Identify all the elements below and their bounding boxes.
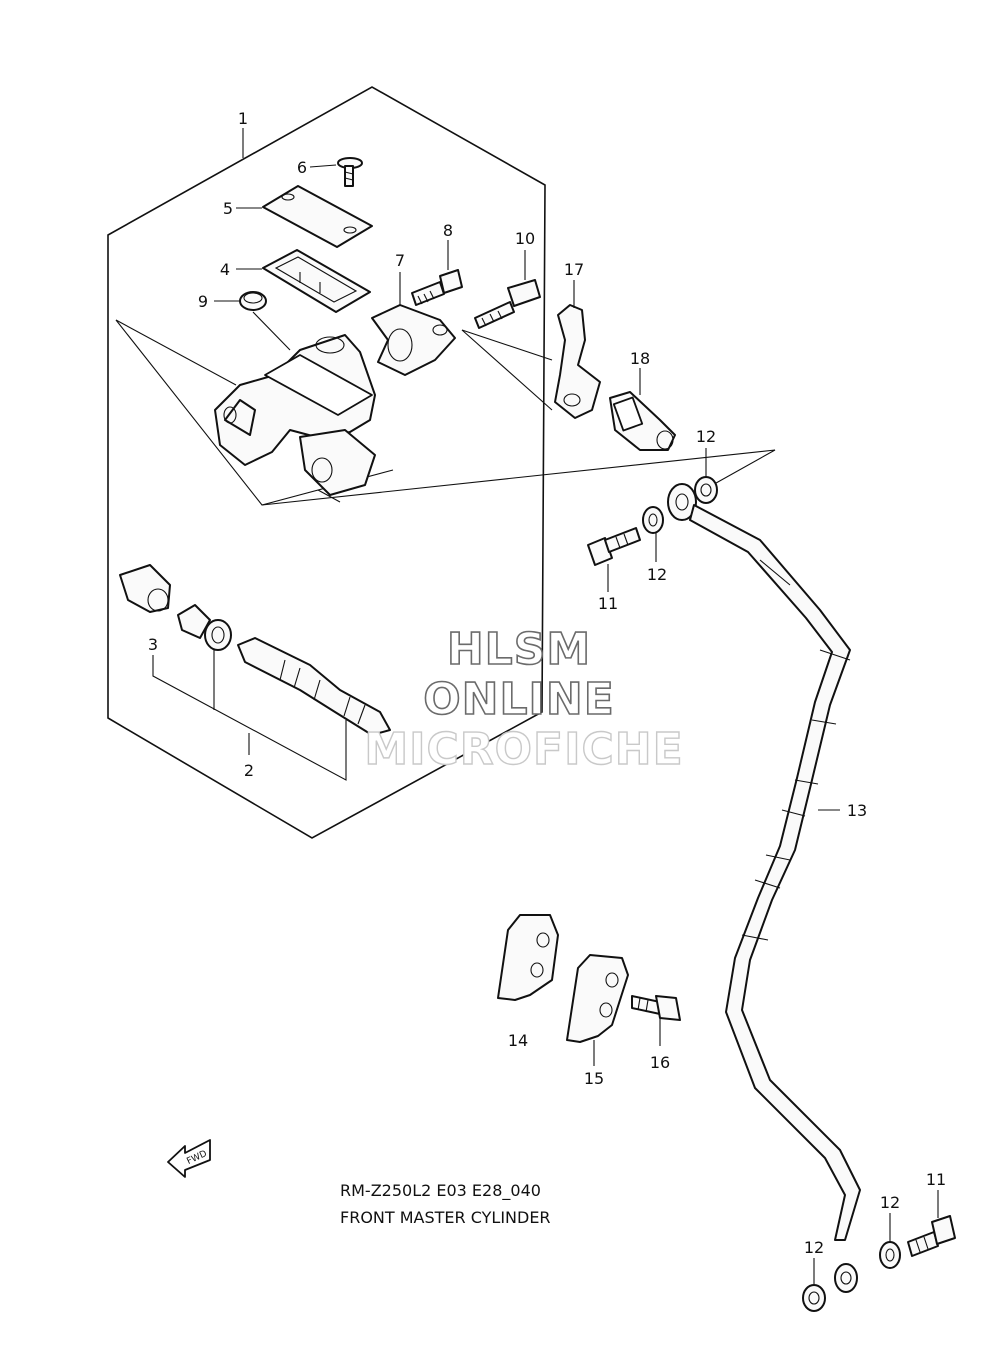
pivot-bolt-part-10	[474, 250, 541, 329]
callout-4: 4	[220, 260, 230, 279]
callout-18: 18	[630, 349, 650, 368]
banjo-bolt-part-11-lower	[907, 1190, 956, 1257]
bracket-part-14	[497, 914, 559, 1001]
watermark-line-1: HLSM	[447, 624, 591, 675]
callout-12-lower-right: 12	[880, 1193, 900, 1212]
assembly-outline	[107, 86, 776, 839]
callout-9: 9	[198, 292, 208, 311]
caption-model-code: RM-Z250L2 E03 E28_040	[340, 1181, 541, 1201]
fwd-arrow-icon: FWD	[167, 1139, 211, 1178]
callout-6: 6	[297, 158, 307, 177]
washers-part-12-lower	[802, 1213, 901, 1312]
callout-8: 8	[443, 221, 453, 240]
lever-part-17	[554, 280, 601, 419]
callout-3: 3	[148, 635, 158, 654]
callout-15: 15	[584, 1069, 604, 1088]
bolt-part-8	[411, 240, 463, 306]
switch-part-18	[609, 368, 676, 451]
clamp-part-7	[371, 272, 456, 376]
callout-13: 13	[847, 801, 867, 820]
watermark-line-3: MICROFICHE	[364, 724, 683, 775]
callout-7: 7	[395, 251, 405, 270]
callout-12-upper-right: 12	[696, 427, 716, 446]
callout-17: 17	[564, 260, 584, 279]
diaphragm-part-4	[236, 249, 371, 313]
callout-11-lower: 11	[926, 1170, 946, 1189]
bolt-part-16	[631, 995, 681, 1046]
washers-part-12-upper	[642, 448, 718, 562]
reservoir-cap-part-5	[236, 185, 373, 248]
caption-title: FRONT MASTER CYLINDER	[340, 1208, 551, 1227]
master-cylinder-body	[214, 334, 376, 503]
brake-hose-part-13	[667, 483, 861, 1293]
callout-14: 14	[508, 1031, 528, 1050]
holder-part-15	[566, 954, 629, 1066]
callout-16: 16	[650, 1053, 670, 1072]
screw-part-6	[309, 157, 363, 187]
callout-5: 5	[223, 199, 233, 218]
callout-2: 2	[244, 761, 254, 780]
callout-12-lower-left: 12	[804, 1238, 824, 1257]
callout-10: 10	[515, 229, 535, 248]
piston-kit-part-2	[119, 564, 391, 781]
callout-11-upper: 11	[598, 594, 618, 613]
plug-part-9	[214, 291, 291, 351]
callout-1: 1	[238, 109, 248, 128]
banjo-bolt-part-11-upper	[587, 527, 641, 592]
callout-12-upper-left: 12	[647, 565, 667, 584]
watermark-line-2: ONLINE	[423, 674, 615, 725]
